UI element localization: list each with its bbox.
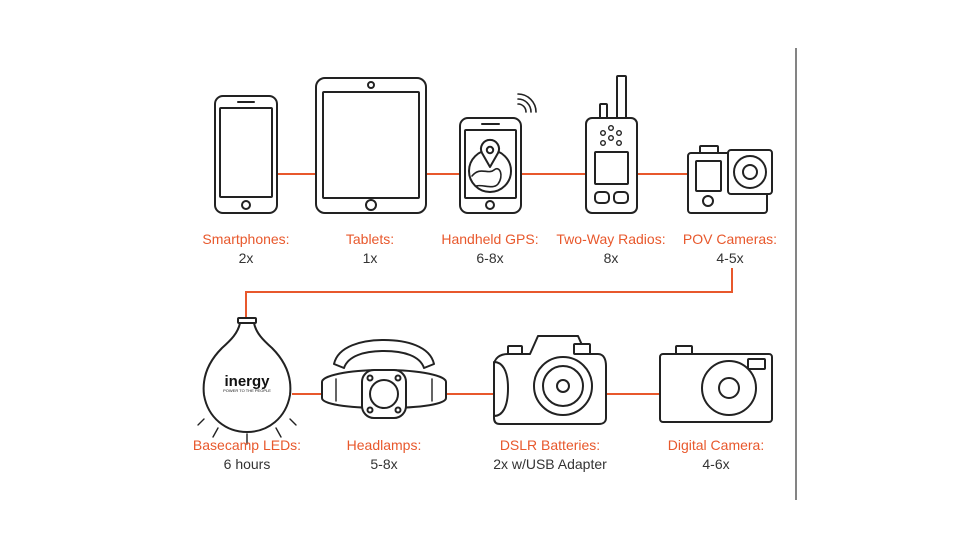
device-value: 2x bbox=[239, 250, 254, 266]
headlamp-icon bbox=[321, 339, 447, 419]
smartphone-icon bbox=[214, 95, 278, 214]
device-value: 2x w/USB Adapter bbox=[493, 456, 607, 472]
device-name: Headlamps: bbox=[347, 437, 422, 453]
device-value: 1x bbox=[363, 250, 378, 266]
tablet-icon bbox=[315, 77, 427, 214]
device-value: 6 hours bbox=[224, 456, 271, 472]
connector-line bbox=[245, 268, 733, 318]
inergy-logo: inergy POWER TO THE PEOPLE bbox=[223, 373, 271, 393]
device-value: 6-8x bbox=[476, 250, 503, 266]
basecamp-led-icon bbox=[197, 317, 297, 445]
device-name: Smartphones: bbox=[202, 231, 289, 247]
device-name: Two-Way Radios: bbox=[556, 231, 665, 247]
svg-text:inergy: inergy bbox=[224, 373, 270, 390]
device-name: DSLR Batteries: bbox=[500, 437, 600, 453]
device-name: Basecamp LEDs: bbox=[193, 437, 301, 453]
device-name: Handheld GPS: bbox=[441, 231, 538, 247]
two-way-radio-icon bbox=[585, 75, 638, 214]
svg-text:POWER TO THE PEOPLE: POWER TO THE PEOPLE bbox=[223, 388, 271, 393]
device-name: POV Cameras: bbox=[683, 231, 777, 247]
dslr-camera-icon bbox=[493, 335, 607, 425]
pov-camera-icon bbox=[687, 145, 773, 214]
device-value: 4-6x bbox=[702, 456, 729, 472]
handheld-gps-icon bbox=[459, 93, 537, 214]
digital-camera-icon bbox=[659, 345, 773, 423]
device-name: Tablets: bbox=[346, 231, 394, 247]
device-value: 8x bbox=[604, 250, 619, 266]
device-labels: Smartphones: 2x Tablets: 1x Handheld GPS… bbox=[193, 231, 777, 472]
device-name: Digital Camera: bbox=[668, 437, 764, 453]
connector-lines bbox=[245, 173, 733, 395]
device-value: 5-8x bbox=[370, 456, 397, 472]
device-value: 4-5x bbox=[716, 250, 743, 266]
